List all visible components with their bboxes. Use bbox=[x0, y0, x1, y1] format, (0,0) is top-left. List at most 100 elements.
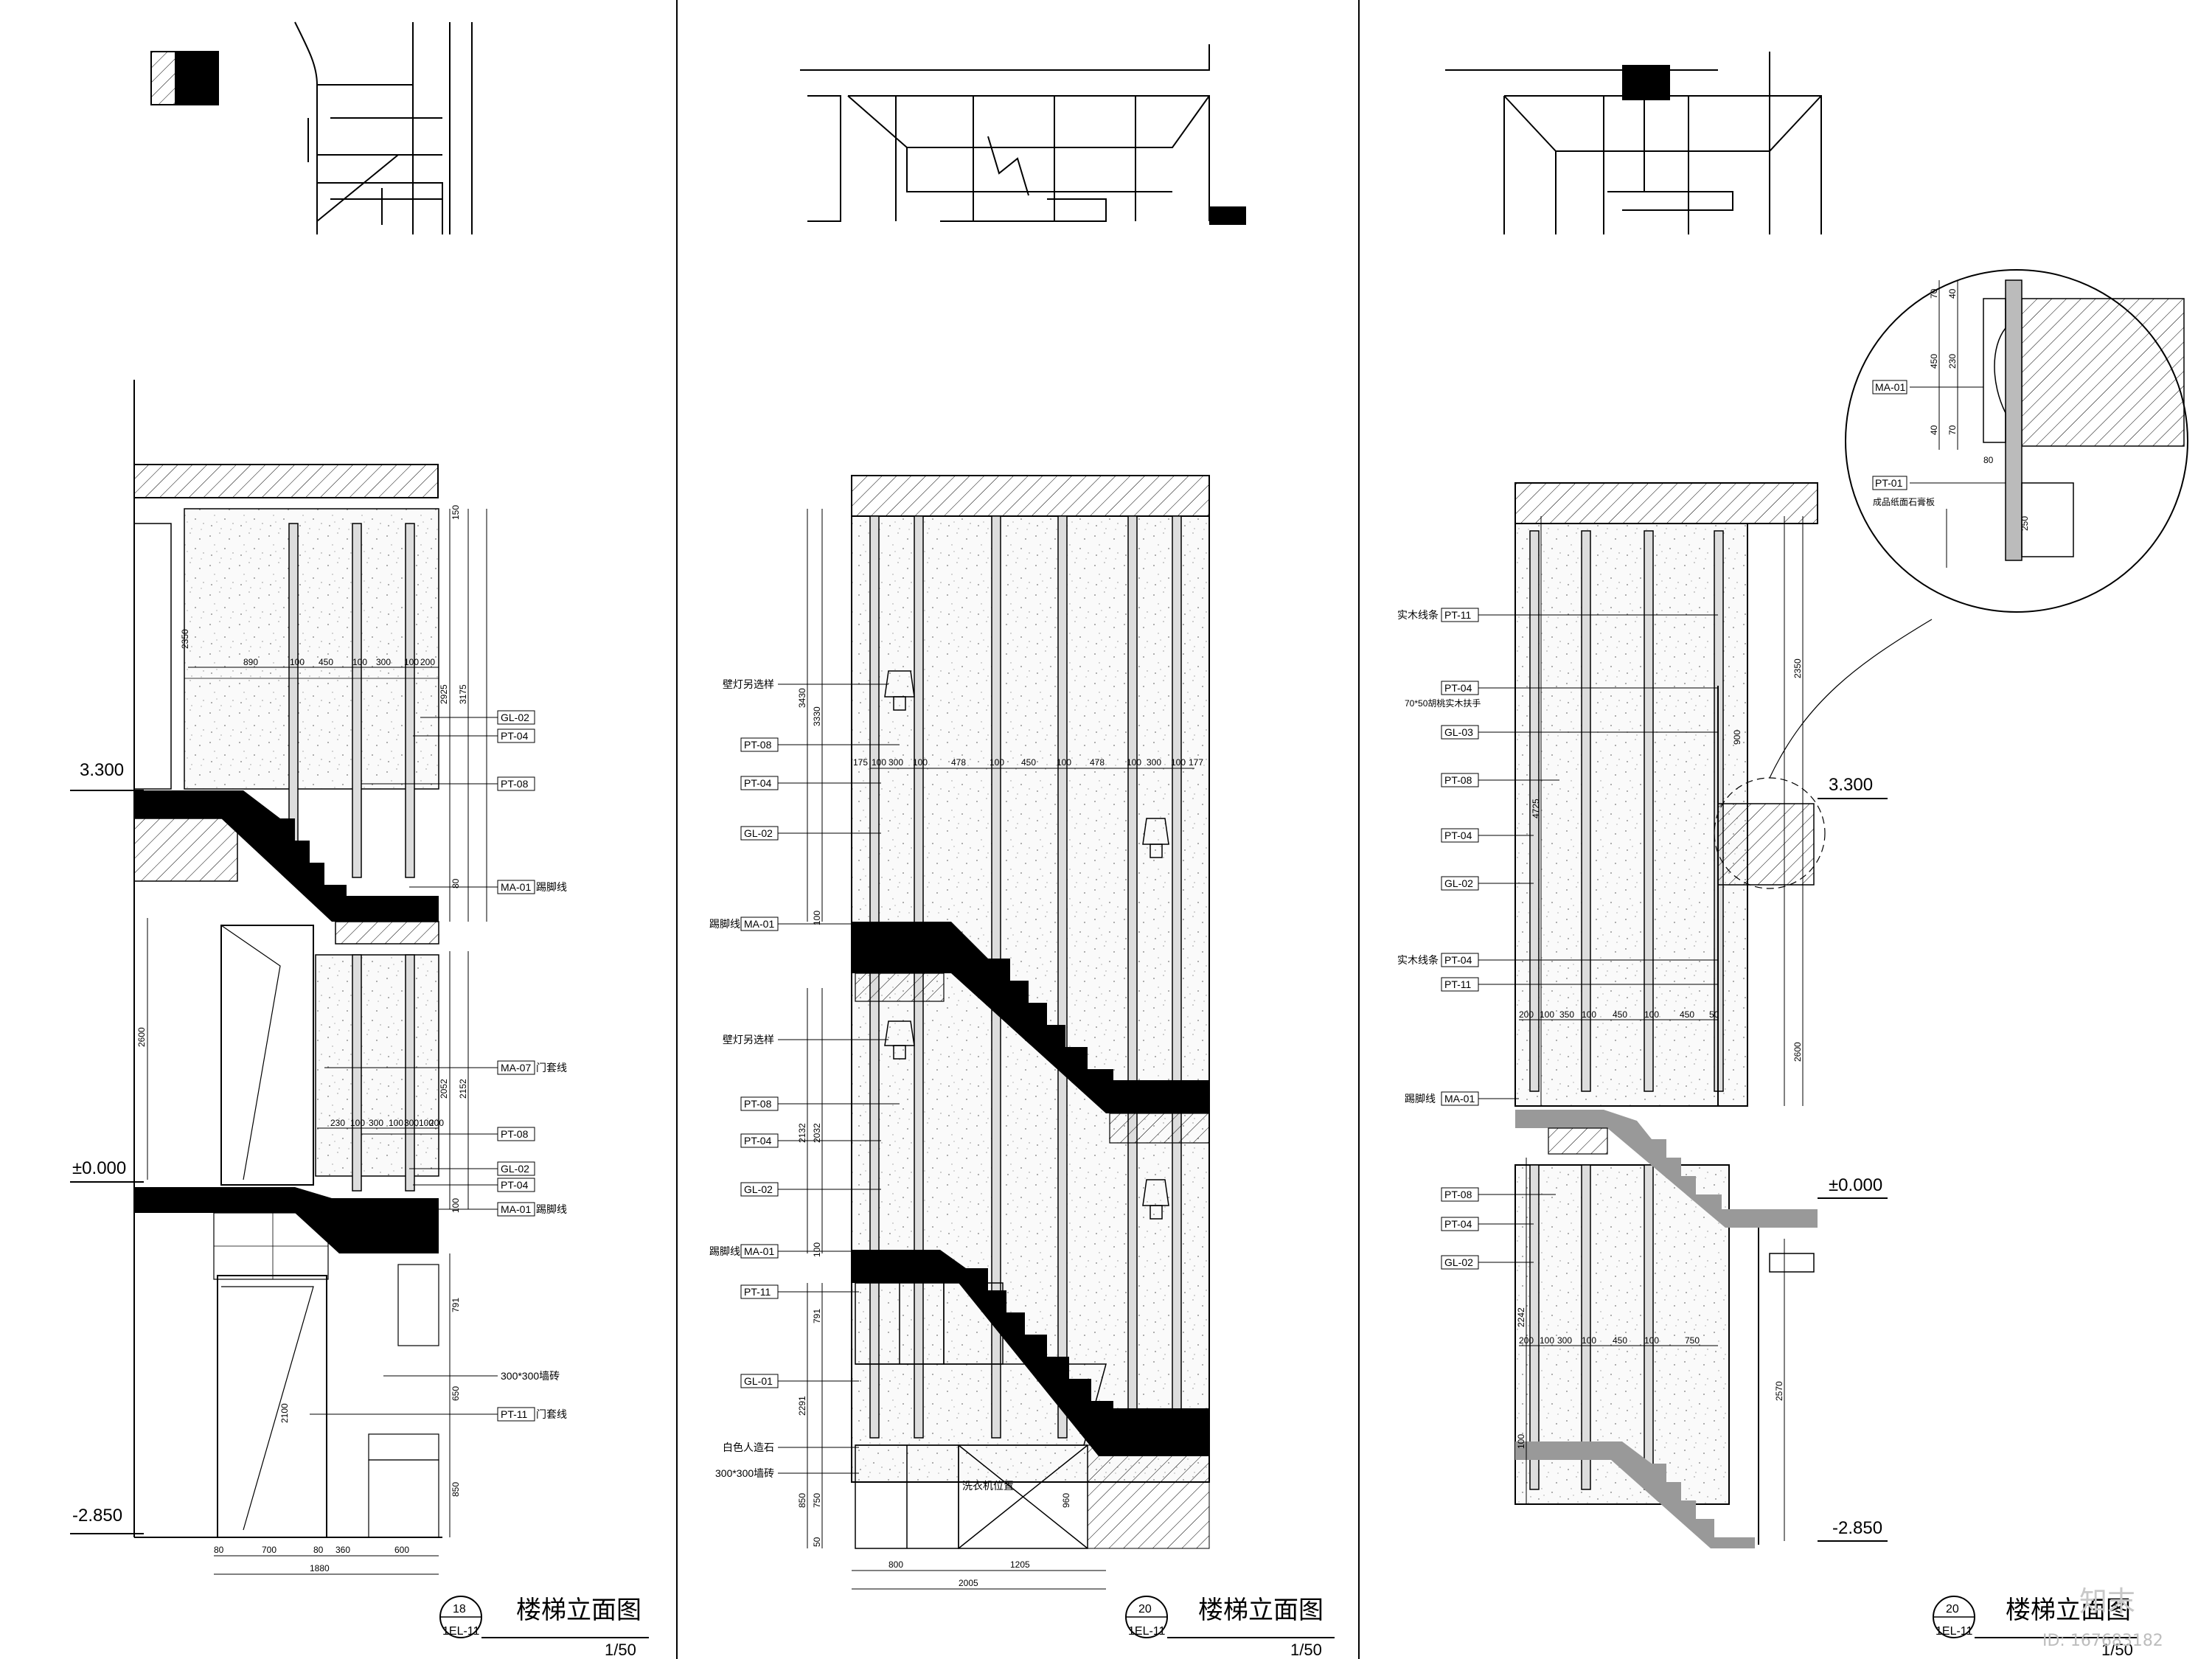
material-tag-text: GL-02 PT-04 PT-08 MA-01 踢脚线 MA-07 门套线 PT… bbox=[501, 712, 567, 1420]
svg-text:350: 350 bbox=[1559, 1009, 1574, 1020]
svg-text:PT-11: PT-11 bbox=[1444, 609, 1472, 621]
svg-text:GL-02: GL-02 bbox=[744, 827, 773, 839]
title-block: 18 1EL-11 楼梯立面图 1/50 bbox=[439, 1596, 649, 1659]
ceiling-slab bbox=[851, 475, 1210, 517]
svg-text:踢脚线: 踢脚线 bbox=[709, 1245, 740, 1257]
svg-text:2925: 2925 bbox=[439, 684, 449, 704]
dim-bottom-row: 800 1205 2005 bbox=[888, 1559, 1030, 1588]
svg-text:2600: 2600 bbox=[136, 1027, 147, 1047]
drawing-title: 楼梯立面图 bbox=[2006, 1596, 2131, 1624]
svg-text:PT-01: PT-01 bbox=[1875, 477, 1903, 489]
svg-text:1880: 1880 bbox=[310, 1563, 330, 1573]
svg-text:200: 200 bbox=[429, 1118, 444, 1128]
svg-text:177: 177 bbox=[1189, 757, 1203, 768]
svg-text:PT-11: PT-11 bbox=[744, 1286, 771, 1298]
ref-number: 20 bbox=[1138, 1603, 1152, 1615]
dim-lower-row: 200 100 300 100 450 100 750 bbox=[1519, 1335, 1700, 1346]
wall-strips bbox=[869, 515, 1182, 1439]
svg-text:PT-04: PT-04 bbox=[744, 777, 772, 789]
svg-text:踢脚线: 踢脚线 bbox=[536, 881, 567, 893]
column-block bbox=[1209, 206, 1246, 225]
column-block bbox=[1622, 65, 1670, 100]
svg-text:150: 150 bbox=[451, 505, 461, 520]
svg-text:100: 100 bbox=[350, 1118, 365, 1128]
ref-sheet: 1EL-11 bbox=[1128, 1625, 1166, 1638]
dim-upper-row: 200 100 350 100 450 100 450 50 bbox=[1519, 1009, 1719, 1020]
svg-text:40: 40 bbox=[1929, 425, 1939, 435]
svg-text:300: 300 bbox=[376, 657, 391, 667]
svg-text:478: 478 bbox=[1090, 757, 1105, 768]
level-label: ±0.000 bbox=[72, 1158, 126, 1178]
svg-text:PT-04: PT-04 bbox=[501, 1179, 529, 1191]
svg-text:100: 100 bbox=[352, 657, 367, 667]
svg-text:PT-04: PT-04 bbox=[1444, 830, 1472, 841]
svg-text:100: 100 bbox=[872, 757, 886, 768]
svg-text:960: 960 bbox=[1061, 1493, 1071, 1508]
svg-text:门套线: 门套线 bbox=[536, 1062, 567, 1074]
svg-text:PT-08: PT-08 bbox=[501, 1128, 529, 1140]
stair-flight bbox=[134, 1187, 439, 1253]
svg-text:100: 100 bbox=[389, 1118, 403, 1128]
svg-text:MA-01: MA-01 bbox=[744, 1245, 774, 1257]
svg-text:50: 50 bbox=[1709, 1009, 1719, 1020]
svg-text:478: 478 bbox=[951, 757, 966, 768]
svg-text:2570: 2570 bbox=[1774, 1381, 1784, 1401]
wall-panel-lower bbox=[315, 954, 439, 1177]
svg-text:成品纸面石膏板: 成品纸面石膏板 bbox=[1873, 496, 1935, 507]
svg-text:-2.850: -2.850 bbox=[1832, 1518, 1882, 1538]
svg-text:3330: 3330 bbox=[812, 706, 822, 726]
svg-text:壁灯另选样: 壁灯另选样 bbox=[723, 678, 774, 690]
level-markers: 3.300 ±0.000 -2.850 bbox=[70, 760, 144, 1534]
svg-text:850: 850 bbox=[451, 1482, 461, 1497]
svg-text:±0.000: ±0.000 bbox=[1829, 1175, 1882, 1195]
watermark-id: ID: 167683182 bbox=[2042, 1632, 2163, 1650]
svg-text:450: 450 bbox=[1929, 354, 1939, 369]
svg-text:100: 100 bbox=[419, 1118, 434, 1128]
svg-text:800: 800 bbox=[888, 1559, 903, 1570]
svg-text:白色人造石: 白色人造石 bbox=[723, 1441, 774, 1453]
svg-text:50: 50 bbox=[812, 1537, 822, 1547]
svg-text:门套线: 门套线 bbox=[536, 1408, 567, 1420]
drawing-scale: 1/50 bbox=[1290, 1641, 1322, 1659]
plan-fragment bbox=[800, 44, 1210, 222]
svg-text:360: 360 bbox=[335, 1545, 350, 1555]
stair-flight bbox=[1515, 1441, 1755, 1548]
stair-flight bbox=[1515, 1110, 1818, 1228]
svg-text:2152: 2152 bbox=[458, 1079, 468, 1099]
svg-text:2005: 2005 bbox=[959, 1578, 978, 1588]
svg-text:PT-08: PT-08 bbox=[1444, 774, 1472, 786]
svg-text:200: 200 bbox=[1519, 1335, 1534, 1346]
svg-text:GL-03: GL-03 bbox=[1444, 726, 1473, 738]
svg-text:3.300: 3.300 bbox=[1829, 775, 1873, 795]
door-frame bbox=[217, 1275, 327, 1538]
svg-text:200: 200 bbox=[420, 657, 435, 667]
svg-text:GL-01: GL-01 bbox=[744, 1375, 773, 1387]
svg-text:300: 300 bbox=[369, 1118, 383, 1128]
plan-fragment bbox=[150, 21, 473, 234]
panel-2: 洗衣机位置 175 100 300 100 478 100 45 bbox=[709, 44, 1335, 1659]
svg-text:40: 40 bbox=[1947, 288, 1958, 299]
svg-text:300: 300 bbox=[1147, 757, 1161, 768]
svg-text:1205: 1205 bbox=[1010, 1559, 1030, 1570]
ref-sheet: 1EL-11 bbox=[442, 1625, 480, 1638]
svg-text:300*300墙砖: 300*300墙砖 bbox=[715, 1467, 774, 1479]
ceiling-slab bbox=[133, 464, 439, 498]
svg-text:100: 100 bbox=[812, 1242, 822, 1257]
material-tag-text: 壁灯另选样 PT-08 PT-04 GL-02 MA-01 踢脚线 壁灯另选样 … bbox=[709, 678, 774, 1479]
basin bbox=[368, 1433, 439, 1461]
svg-text:450: 450 bbox=[1613, 1335, 1627, 1346]
tile-grid bbox=[214, 1213, 328, 1279]
svg-text:80: 80 bbox=[451, 878, 461, 888]
svg-text:791: 791 bbox=[812, 1309, 822, 1324]
level-label: -2.850 bbox=[72, 1506, 122, 1526]
drawing-scale: 1/50 bbox=[605, 1641, 636, 1659]
svg-text:MA-01: MA-01 bbox=[1444, 1093, 1475, 1105]
column-block bbox=[175, 51, 219, 105]
svg-text:PT-04: PT-04 bbox=[1444, 1218, 1472, 1230]
svg-text:PT-04: PT-04 bbox=[501, 730, 529, 742]
svg-text:3430: 3430 bbox=[797, 688, 807, 708]
material-tags bbox=[1441, 608, 1718, 1270]
dim-upper-row: 890 100 450 100 300 100 200 bbox=[243, 657, 435, 667]
svg-text:890: 890 bbox=[243, 657, 258, 667]
